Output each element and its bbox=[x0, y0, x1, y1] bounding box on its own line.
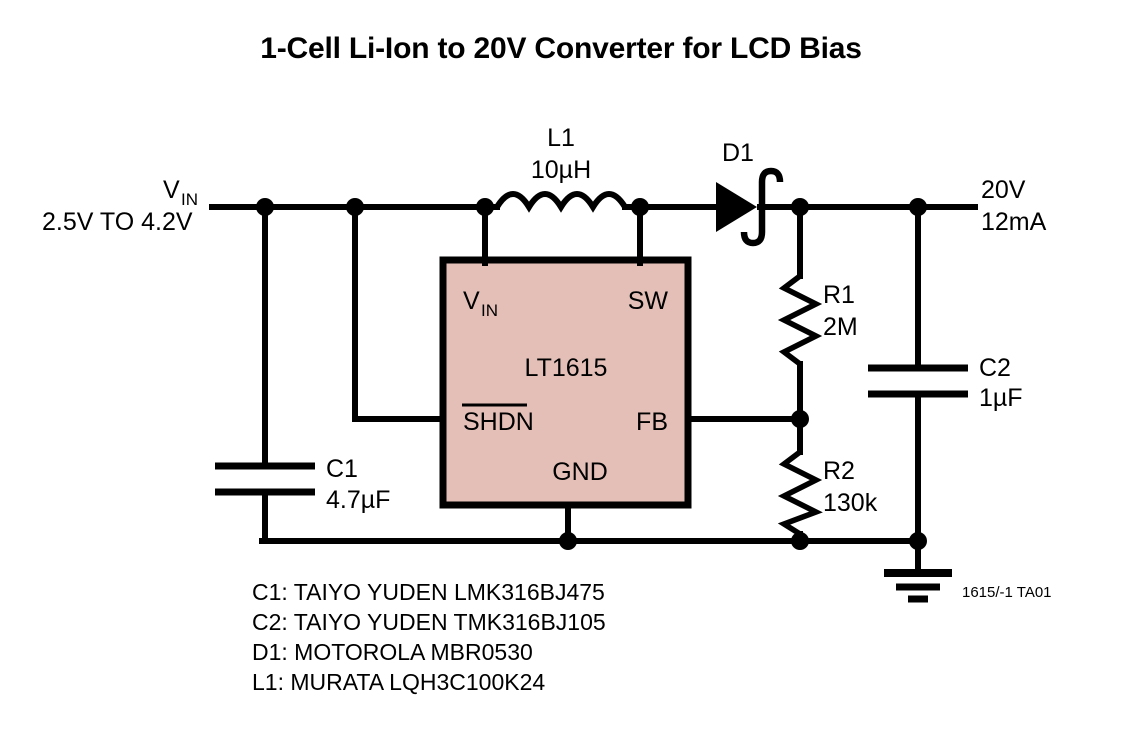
l1-value-label: 10µH bbox=[531, 156, 591, 184]
output-voltage-label: 20V bbox=[981, 176, 1026, 204]
resistor-r2-symbol bbox=[777, 449, 823, 537]
ic-vin-label-main: V bbox=[463, 287, 480, 315]
label-vin: V IN bbox=[163, 176, 198, 209]
c2-ref-label: C2 bbox=[979, 354, 1011, 382]
ic-sw-label: SW bbox=[628, 287, 669, 315]
c1-value-label: 4.7µF bbox=[326, 486, 390, 514]
ic-vin-label-subscript: IN bbox=[481, 301, 498, 320]
inductor-l1-symbol bbox=[494, 191, 628, 213]
ic-lt1615-body bbox=[439, 256, 692, 509]
note-line-l1: L1: MURATA LQH3C100K24 bbox=[252, 669, 545, 695]
vin-range-label: 2.5V TO 4.2V bbox=[42, 208, 193, 236]
c1-ref-label: C1 bbox=[326, 455, 358, 483]
r1-ref-label: R1 bbox=[823, 281, 855, 309]
l1-ref-label: L1 bbox=[547, 124, 575, 152]
output-current-label: 12mA bbox=[981, 208, 1047, 236]
r2-ref-label: R2 bbox=[823, 457, 855, 485]
r1-value-label: 2M bbox=[823, 313, 858, 341]
vin-label-main: V bbox=[163, 176, 180, 204]
d1-ref-label: D1 bbox=[722, 139, 754, 167]
vin-label-subscript: IN bbox=[181, 190, 198, 209]
ic-fb-label: FB bbox=[636, 408, 668, 436]
r2-value-label: 130k bbox=[823, 489, 878, 517]
junction-dot-gnd-ic bbox=[559, 532, 577, 550]
note-line-c2: C2: TAIYO YUDEN TMK316BJ105 bbox=[252, 609, 606, 635]
c2-value-label: 1µF bbox=[979, 384, 1023, 412]
resistor-r1-symbol bbox=[777, 273, 823, 367]
ic-pin-label-vin: V IN bbox=[463, 287, 498, 320]
figure-id-label: 1615/-1 TA01 bbox=[962, 584, 1052, 601]
ground-symbol bbox=[884, 538, 952, 603]
note-line-c1: C1: TAIYO YUDEN LMK316BJ475 bbox=[252, 579, 605, 605]
ic-gnd-label: GND bbox=[552, 458, 608, 486]
diode-d1-symbol bbox=[716, 167, 784, 247]
ic-shdn-label: SHDN bbox=[463, 408, 534, 436]
figure-title: 1-Cell Li-Ion to 20V Converter for LCD B… bbox=[260, 32, 862, 65]
note-line-d1: D1: MOTOROLA MBR0530 bbox=[252, 639, 533, 665]
ic-part-number-label: LT1615 bbox=[525, 354, 608, 382]
